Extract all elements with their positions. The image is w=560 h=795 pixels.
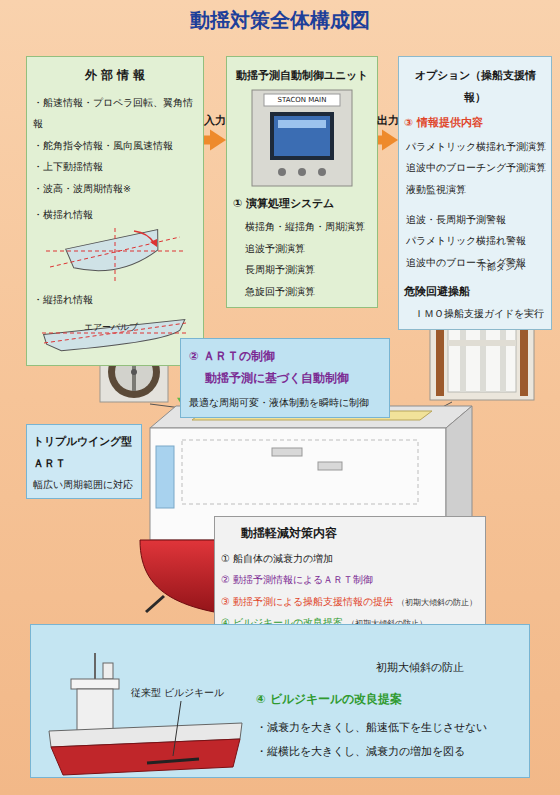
box-text: 動揺軽減対策内容 [241, 526, 337, 540]
text-line: 横揺角・縦揺角・周期演算 [233, 214, 371, 236]
part-label: 下部ダンパ [478, 262, 523, 273]
box-text: ・横揺れ情報 [33, 209, 93, 220]
box-text: 動揺予測に基づく自動制御 [205, 371, 349, 385]
bilge-keel-box: ④ ビルジキールの改良提案・減衰力を大きくし、船速低下を生じさせない・縦横比を大… [30, 624, 530, 778]
box-text: ・減衰力を大きくし、船速低下を生じさせない [256, 721, 487, 733]
box-text: ・縦横比を大きくし、減衰力の増加を図る [256, 745, 465, 757]
box-text: トリプルウイング型 ＡＲＴ [33, 435, 132, 470]
arrow-connector [204, 130, 226, 151]
text-line: 追波中のブローチング警報 [404, 250, 546, 272]
arrow-connector [378, 130, 398, 151]
box-text: ・縦揺れ情報 [33, 294, 93, 305]
text-line: ・縦横比を大きくし、減衰力の増加を図る [256, 739, 521, 761]
box-text: ② 動揺予測情報によるＡＲＴ制御 [221, 574, 373, 585]
text-line: トリプルウイング型 ＡＲＴ [33, 429, 135, 472]
measures-box: 動揺軽減対策内容 ① 船自体の減衰力の増加 ② 動揺予測情報によるＡＲＴ制御 ③ 動揺… [214, 516, 486, 637]
triple-wing-art-box: トリプルウイング型 ＡＲＴ 幅広い周期範囲に対応 [26, 424, 142, 499]
text-line: ・上下動揺情報 [33, 154, 197, 176]
box-text: 外 部 情 報 [85, 68, 146, 82]
text-line: 追波予測演算 [233, 236, 371, 258]
arrow-head [382, 130, 398, 151]
text-line: ④ ビルジキールの改良提案 [256, 687, 521, 709]
box-text: 危険回避操船 [404, 285, 470, 298]
box-text: パラメトリック横揺れ警報 [406, 235, 526, 246]
box-text: 幅広い周期範囲に対応 [33, 479, 133, 490]
external-info-box: 外 部 情 報・船速情報・プロペラ回転、翼角情報・舵角指令情報・風向風速情報・上… [26, 56, 204, 366]
art-control-box: ② ＡＲＴの制御動揺予測に基づく自動制御最適な周期可変・液体制動を瞬時に制御 [180, 338, 390, 418]
box-text: 急旋回予測演算 [245, 286, 315, 297]
box-text: 最適な周期可変・液体制動を瞬時に制御 [189, 397, 369, 408]
text-line: ・波高・波周期情報※ [33, 176, 197, 198]
option-info-box: オプション（操船支援情報）③ 情報提供内容パラメトリック横揺れ予測演算追波中のブ… [398, 56, 552, 330]
box-text: ・上下動揺情報 [33, 161, 103, 172]
text-line: 外 部 情 報 [33, 63, 197, 85]
text-line: 最適な周期可変・液体制動を瞬時に制御 [189, 390, 381, 412]
box-text: 追波予測演算 [245, 243, 305, 254]
text-line: ① 演算処理システム [233, 191, 371, 213]
box-text: ・波高・波周期情報※ [33, 183, 131, 194]
arrow-head [210, 130, 226, 151]
box-text: （初期大傾斜の防止） [397, 598, 477, 609]
text-line: ・舵角指令情報・風向風速情報 [33, 133, 197, 155]
text-line: ・減衰力を大きくし、船速低下を生じさせない [256, 715, 521, 737]
text-line: 追波・長周期予測警報 [404, 207, 546, 229]
box-text: ③ 情報提供内容 [404, 116, 483, 128]
edge-label: 入力 [204, 114, 226, 127]
unit-photo: STACON MAIN [242, 88, 362, 188]
text-line: 幅広い周期範囲に対応 [33, 472, 135, 494]
text-line: パラメトリック横揺れ予測演算 [404, 134, 546, 156]
box-text: ① 船自体の減衰力の増加 [221, 553, 333, 564]
part-label: 初期大傾斜の防止 [376, 661, 464, 674]
text-line: 動揺予測に基づく自動制御 [189, 366, 381, 388]
text-line: 動揺軽減対策内容 [221, 521, 479, 543]
part-label: STACON MAIN [264, 96, 340, 104]
box-text: オプション（操船支援情報） [415, 69, 536, 103]
bilge-keel-ship-illustration [37, 635, 251, 785]
box-text: ② ＡＲＴの制御 [189, 349, 275, 363]
text-line: ③ 情報提供内容 [404, 110, 546, 132]
text-line: 急旋回予測演算 [233, 279, 371, 301]
box-text: パラメトリック横揺れ予測演算 [406, 141, 546, 152]
box-text: ・船速情報・プロペラ回転、翼角情報 [33, 97, 193, 130]
text-line: ・横揺れ情報 [33, 202, 197, 224]
text-line: オプション（操船支援情報） [404, 63, 546, 106]
part-label: 従来型 ビルジキール [131, 687, 224, 698]
text-line: ① 船自体の減衰力の増加 [221, 546, 479, 568]
box-text: 長周期予測演算 [245, 264, 315, 275]
text-line: 危険回避操船 [404, 279, 546, 301]
box-text: 液動監視演算 [406, 184, 466, 195]
text-line: パラメトリック横揺れ警報 [404, 228, 546, 250]
text-line: ② 動揺予測情報によるＡＲＴ制御 [221, 567, 479, 589]
box-text: 追波中のブローチング予測演算 [406, 162, 546, 173]
box-text: ③ 動揺予測による操船支援情報の提供 [221, 596, 393, 607]
edge-label: 出力 [377, 114, 399, 127]
text-line: ② ＡＲＴの制御 [189, 344, 381, 366]
text-line: 追波中のブローチング予測演算 [404, 155, 546, 177]
box-text: 追波・長周期予測警報 [406, 214, 506, 225]
diagram-title: 動揺対策全体構成図 [0, 8, 560, 32]
roll-illustration [38, 225, 192, 285]
box-text: ＩＭＯ操船支援ガイドを実行 [414, 308, 544, 319]
box-text: ④ ビルジキールの改良提案 [256, 692, 402, 706]
text-line: 長周期予測演算 [233, 257, 371, 279]
box-text: ① 演算処理システム [233, 197, 334, 210]
text-line: ・船速情報・プロペラ回転、翼角情報 [33, 90, 197, 133]
text-line: ・縦揺れ情報 [33, 287, 197, 309]
text-line: ＩＭＯ操船支援ガイドを実行 [404, 301, 546, 323]
part-label: エアーバルブ [84, 322, 138, 333]
box-text: 動揺予測自動制御ユニット [236, 69, 368, 82]
control-unit-box: 動揺予測自動制御ユニット STACON MAIN ① 演算処理システム横揺角・縦揺… [226, 56, 378, 308]
text-line: 液動監視演算 [404, 177, 546, 199]
pitch-illustration [38, 311, 192, 357]
box-text: ・舵角指令情報・風向風速情報 [33, 140, 173, 151]
text-line: ③ 動揺予測による操船支援情報の提供 （初期大傾斜の防止） [221, 589, 479, 611]
text-line: 動揺予測自動制御ユニット [233, 63, 371, 85]
box-text: 横揺角・縦揺角・周期演算 [245, 221, 365, 232]
